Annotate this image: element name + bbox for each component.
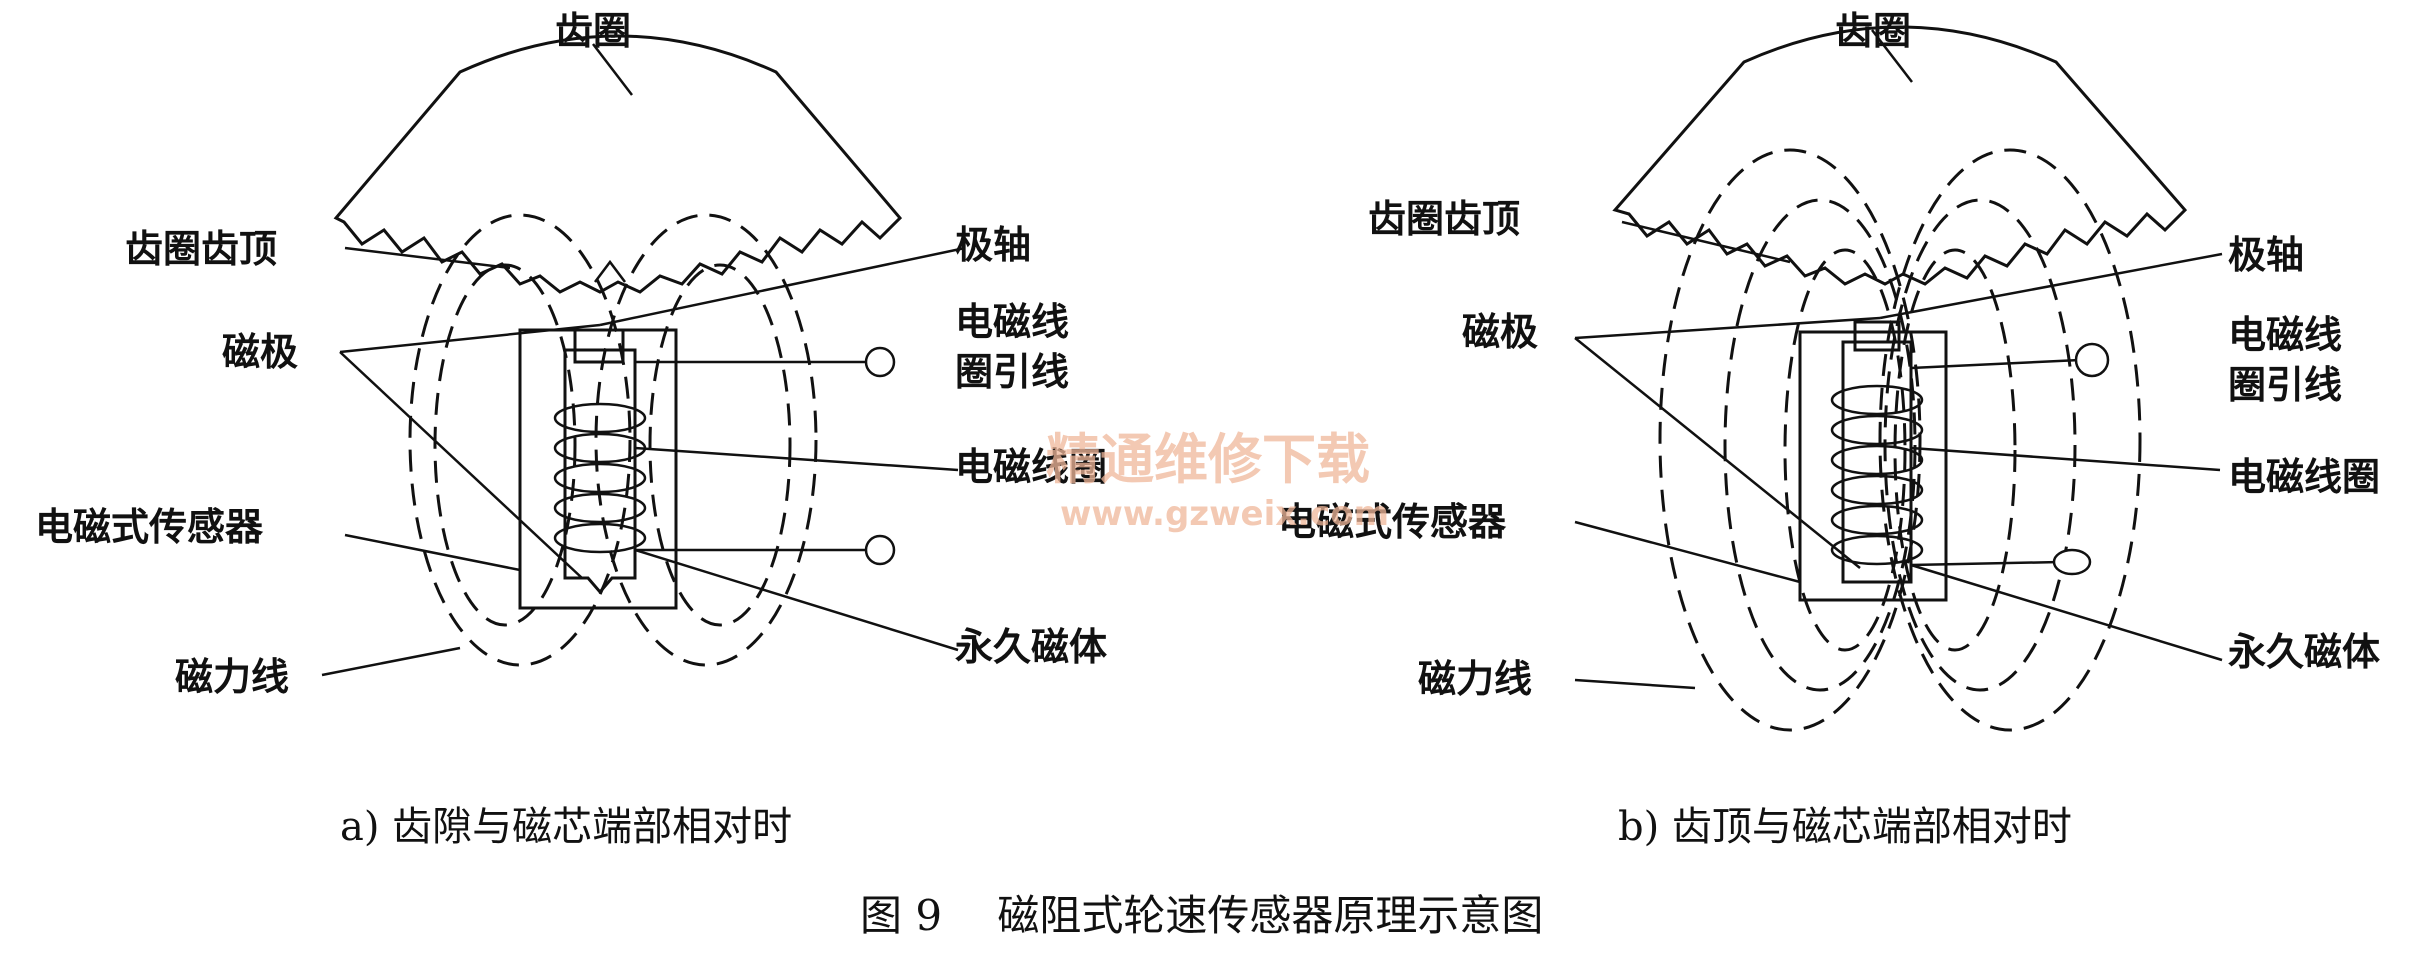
pole-shaft-a (573, 328, 625, 364)
caption-a: a) 齿隙与磁芯端部相对时 (340, 804, 792, 850)
magnet-core-a (563, 348, 637, 595)
label-pole-a: 磁极 (222, 330, 298, 374)
sensor-housing-b (1798, 330, 1948, 602)
label-pole-shaft-a: 极轴 (955, 223, 1031, 267)
terminal-b-1 (2074, 342, 2110, 378)
figure-title: 图 9 磁阻式轮速传感器原理示意图 (860, 891, 1543, 940)
panel-b: 齿圈 齿圈齿顶 极轴 磁极 电磁线 圈引线 电磁线圈 电磁式传感器 永久磁体 磁… (1278, 9, 2380, 850)
coil-b (1830, 384, 1924, 566)
pole-shaft-b (1853, 320, 1901, 352)
label-ring-b: 齿圈 (1835, 9, 1911, 53)
watermark-line2: www.gzweix.com (1060, 494, 1389, 534)
label-ring-a: 齿圈 (555, 9, 631, 53)
label-tooth-top-a: 齿圈齿顶 (125, 227, 277, 271)
magnet-core-b (1841, 340, 1913, 584)
field-lines-a (408, 213, 818, 667)
label-lead-2-b: 圈引线 (2228, 363, 2342, 407)
label-magnet-a: 永久磁体 (955, 625, 1107, 669)
terminal-b-2 (2052, 548, 2092, 576)
terminal-a-2 (864, 534, 896, 566)
label-lead-1-a: 电磁线 (955, 300, 1069, 344)
label-sensor-b: 电磁式传感器 (1278, 500, 1507, 544)
label-lead-1-b: 电磁线 (2228, 313, 2342, 357)
label-pole-b: 磁极 (1462, 310, 1538, 354)
label-sensor-a: 电磁式传感器 (35, 505, 264, 549)
gear-ring-a (333, 34, 903, 294)
sensor-housing-a (518, 328, 678, 610)
label-pole-shaft-b: 极轴 (2228, 233, 2304, 277)
label-lead-2-a: 圈引线 (955, 350, 1069, 394)
label-coil-a: 电磁线圈 (955, 445, 1107, 489)
label-coil-b: 电磁线圈 (2228, 455, 2380, 499)
panel-a: 齿圈 齿圈齿顶 极轴 磁极 电磁线 圈引线 电磁线圈 电磁式传感器 永久磁体 磁… (35, 9, 1107, 850)
label-field-a: 磁力线 (175, 655, 289, 699)
label-tooth-top-b: 齿圈齿顶 (1368, 197, 1520, 241)
field-lines-b (1658, 148, 2142, 732)
label-field-b: 磁力线 (1418, 657, 1532, 701)
watermark-line1: 精通维修下载 (1046, 428, 1370, 491)
caption-b: b) 齿顶与磁芯端部相对时 (1618, 804, 2072, 850)
terminal-a-1 (864, 346, 896, 378)
label-magnet-b: 永久磁体 (2228, 630, 2380, 674)
coil-a (553, 402, 647, 554)
